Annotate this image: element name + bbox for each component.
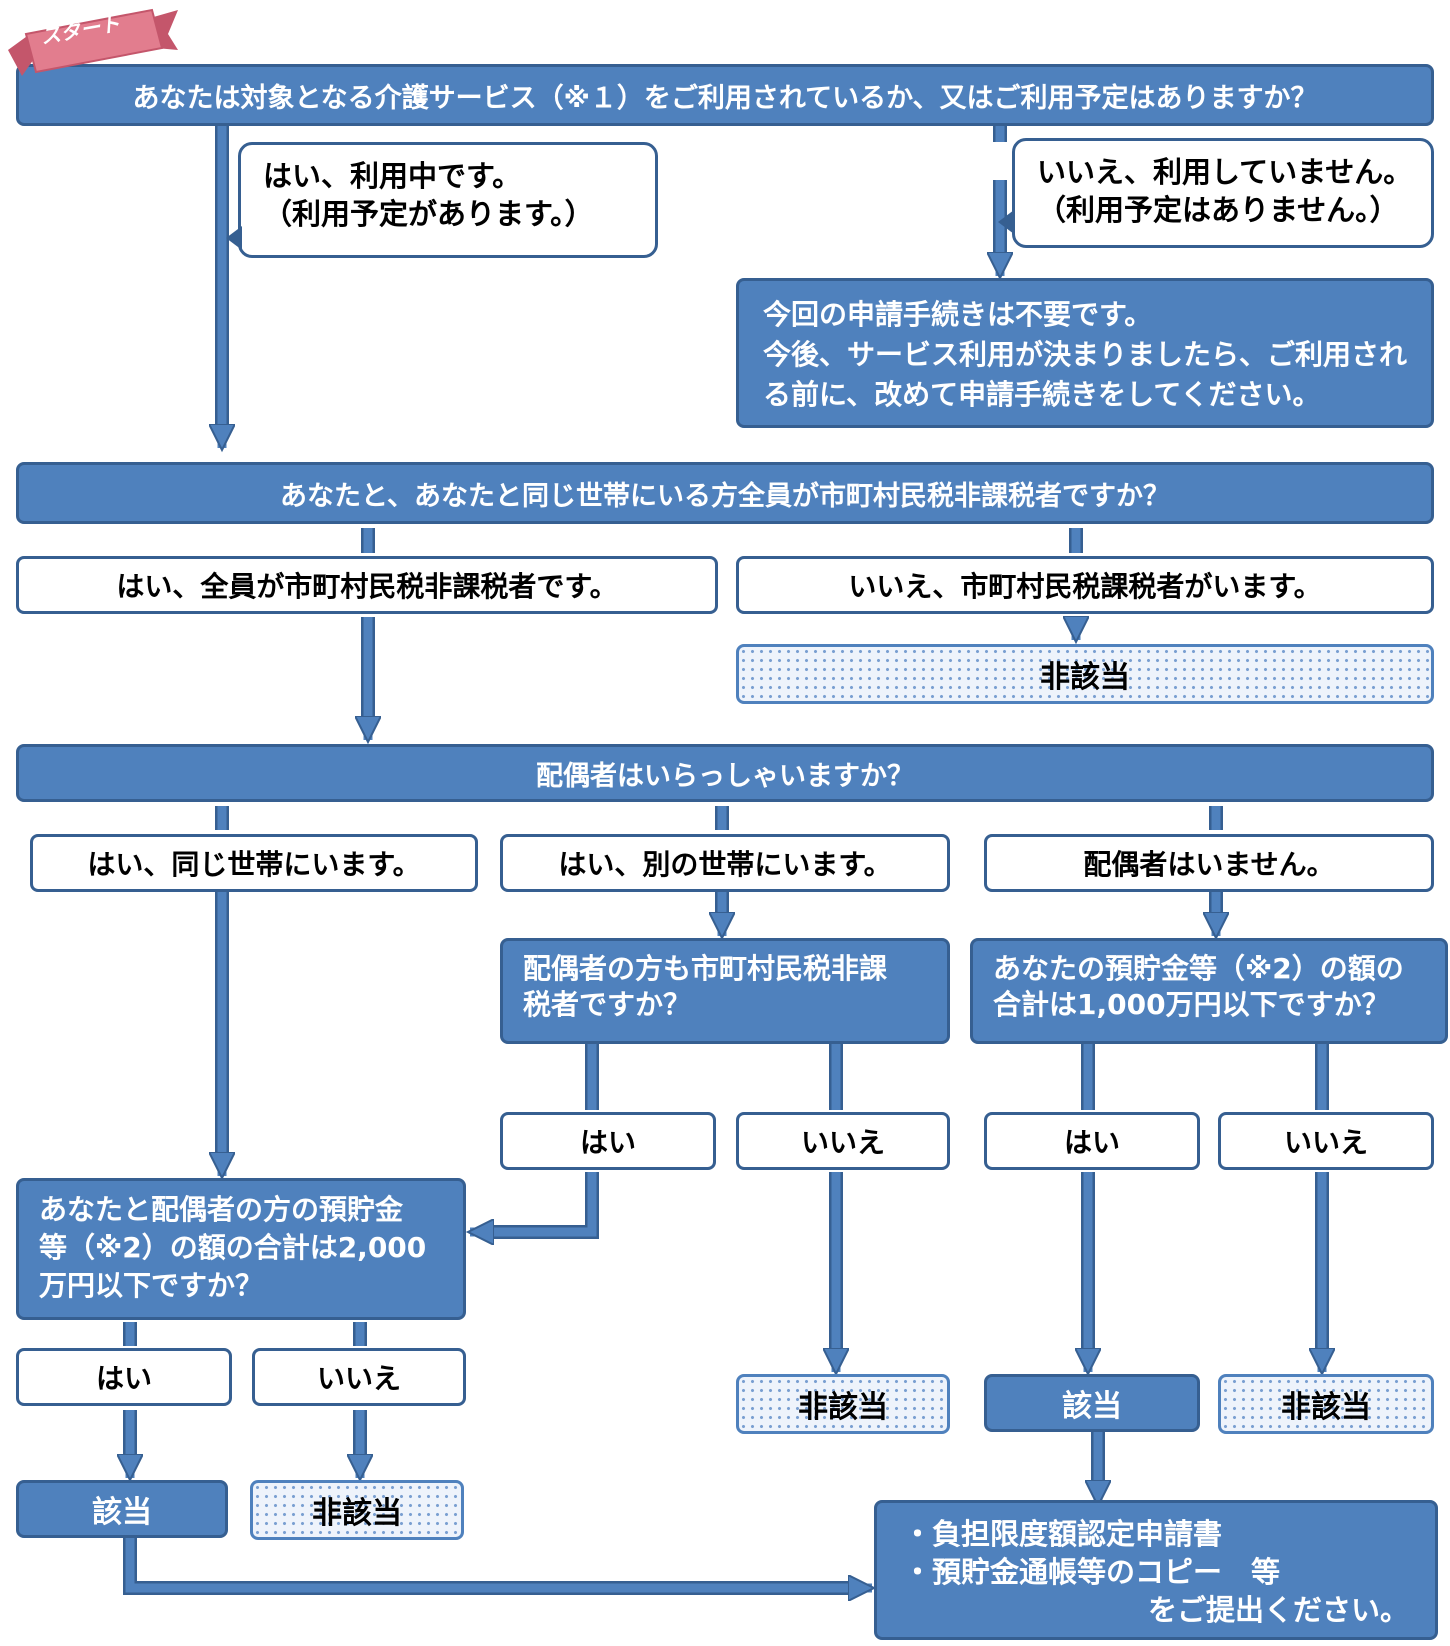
result-not-eligible-savings-single-text: 非該当 — [1281, 1390, 1371, 1425]
answer-savings-couple-yes-text: はい — [95, 1362, 152, 1395]
result-not-eligible-spouse-tax: 非該当 — [736, 1374, 950, 1434]
answer-all-tax-exempt-text: はい、全員が市町村民税非課税者です。 — [116, 570, 618, 603]
answer-savings-single-yes-text: はい — [1063, 1126, 1120, 1159]
question-spouse-tax-exempt-line1: 配偶者の方も市町村民税非課 — [523, 952, 888, 985]
answer-spouse-same-household: はい、同じ世帯にいます。 — [30, 834, 478, 892]
question-savings-couple-line2: 等（※2）の額の合計は2,000 — [39, 1231, 427, 1264]
answer-spouse-tax-no: いいえ — [736, 1112, 950, 1170]
submit-documents-line2: ・預貯金通帳等のコピー 等 — [903, 1555, 1281, 1589]
question-savings-single-line1: あなたの預貯金等（※2）の額の — [993, 952, 1404, 985]
question-savings-couple-line3: 万円以下ですか？ — [39, 1269, 264, 1302]
answer-using-service-pointer — [226, 226, 242, 250]
answer-spouse-same-household-text: はい、同じ世帯にいます。 — [87, 848, 421, 881]
result-eligible-single-text: 該当 — [1062, 1389, 1122, 1424]
question-spouse-tax-exempt: 配偶者の方も市町村民税非課 税者ですか？ — [500, 938, 950, 1044]
result-eligible-couple-text: 該当 — [92, 1495, 152, 1530]
answer-not-using-service-line1: いいえ、利用していません。 — [1037, 155, 1413, 189]
submit-documents: ・負担限度額認定申請書 ・預貯金通帳等のコピー 等 をご提出ください。 — [874, 1500, 1438, 1640]
question-savings-single-line2: 合計は1,000万円以下ですか？ — [993, 988, 1390, 1021]
result-not-eligible-taxpayer: 非該当 — [736, 644, 1434, 704]
answer-taxpayer-present: いいえ、市町村民税課税者がいます。 — [736, 556, 1434, 614]
question-household-tax-exempt-text: あなたと、あなたと同じ世帯にいる方全員が市町村民税非課税者ですか？ — [280, 480, 1170, 512]
answer-no-spouse-text: 配偶者はいません。 — [1083, 848, 1335, 881]
answer-using-service-line2: （利用予定があります。） — [263, 197, 594, 231]
result-no-application-needed: 今回の申請手続きは不要です。 今後、サービス利用が決まりましたら、ご利用され る… — [736, 278, 1434, 428]
question-care-service-text: あなたは対象となる介護サービス（※１）をご利用されているか、又はご利用予定はあり… — [132, 82, 1318, 114]
answer-using-service: はい、利用中です。 （利用予定があります。） — [238, 142, 658, 258]
answer-spouse-tax-yes-text: はい — [579, 1126, 636, 1159]
question-savings-single: あなたの預貯金等（※2）の額の 合計は1,000万円以下ですか？ — [970, 938, 1448, 1044]
question-care-service: あなたは対象となる介護サービス（※１）をご利用されているか、又はご利用予定はあり… — [16, 64, 1434, 126]
question-savings-couple: あなたと配偶者の方の預貯金 等（※2）の額の合計は2,000 万円以下ですか？ — [16, 1178, 466, 1320]
submit-documents-line1: ・負担限度額認定申請書 — [903, 1517, 1223, 1551]
answer-savings-couple-no-text: いいえ — [316, 1362, 401, 1395]
answer-savings-single-no-text: いいえ — [1283, 1126, 1368, 1159]
start-ribbon — [8, 8, 178, 76]
answer-savings-single-yes: はい — [984, 1112, 1200, 1170]
result-not-eligible-spouse-tax-text: 非該当 — [798, 1390, 888, 1425]
answer-not-using-service-line2: （利用予定はありません。） — [1037, 193, 1399, 227]
question-spouse-tax-exempt-line2: 税者ですか？ — [523, 988, 692, 1021]
result-no-application-line3: る前に、改めて申請手続きをしてください。 — [763, 378, 1321, 411]
answer-spouse-tax-no-text: いいえ — [800, 1126, 885, 1159]
answer-spouse-other-household-text: はい、別の世帯にいます。 — [558, 848, 892, 881]
answer-not-using-service-pointer — [998, 210, 1014, 234]
answer-no-spouse: 配偶者はいません。 — [984, 834, 1434, 892]
answer-spouse-other-household: はい、別の世帯にいます。 — [500, 834, 950, 892]
question-savings-couple-line1: あなたと配偶者の方の預貯金 — [39, 1193, 404, 1226]
submit-documents-line3: をご提出ください。 — [1147, 1593, 1409, 1627]
answer-all-tax-exempt: はい、全員が市町村民税非課税者です。 — [16, 556, 718, 614]
result-not-eligible-taxpayer-text: 非該当 — [1040, 660, 1130, 695]
answer-using-service-line1: はい、利用中です。 — [263, 159, 522, 193]
answer-taxpayer-present-text: いいえ、市町村民税課税者がいます。 — [848, 570, 1322, 603]
result-eligible-couple: 該当 — [16, 1480, 228, 1538]
result-not-eligible-savings-couple-text: 非該当 — [312, 1496, 402, 1531]
answer-spouse-tax-yes: はい — [500, 1112, 716, 1170]
result-no-application-line2: 今後、サービス利用が決まりましたら、ご利用され — [763, 338, 1408, 371]
result-not-eligible-savings-couple: 非該当 — [250, 1480, 464, 1540]
result-no-application-line1: 今回の申請手続きは不要です。 — [763, 298, 1153, 331]
question-household-tax-exempt: あなたと、あなたと同じ世帯にいる方全員が市町村民税非課税者ですか？ — [16, 462, 1434, 524]
answer-savings-couple-yes: はい — [16, 1348, 232, 1406]
result-not-eligible-savings-single: 非該当 — [1218, 1374, 1434, 1434]
question-spouse-text: 配偶者はいらっしゃいますか？ — [536, 760, 914, 792]
answer-savings-single-no: いいえ — [1218, 1112, 1434, 1170]
result-eligible-single: 該当 — [984, 1374, 1200, 1432]
question-spouse: 配偶者はいらっしゃいますか？ — [16, 744, 1434, 802]
answer-savings-couple-no: いいえ — [252, 1348, 466, 1406]
answer-not-using-service: いいえ、利用していません。 （利用予定はありません。） — [1012, 138, 1434, 248]
